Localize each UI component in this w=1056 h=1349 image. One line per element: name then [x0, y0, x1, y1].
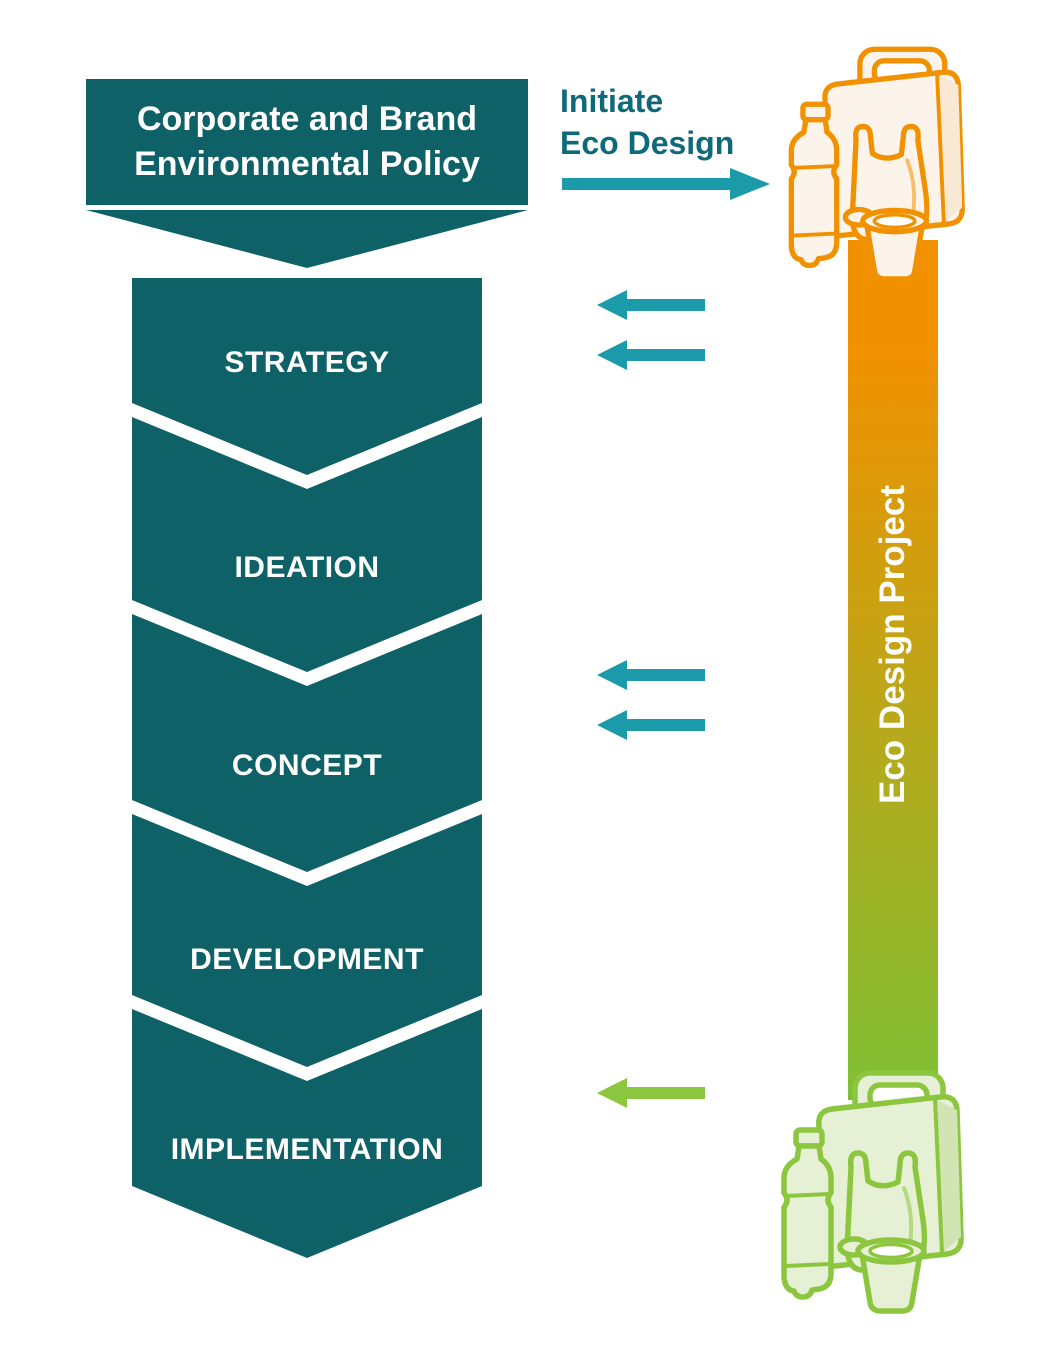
feedback-left-arrow-icon [597, 290, 705, 320]
initiate-eco-design-label: Initiate Eco Design [560, 80, 734, 164]
eco-design-project-bar-label: Eco Design Project [873, 485, 912, 805]
feedback-left-arrow-icon [597, 340, 705, 370]
chevron-strategy [132, 278, 482, 475]
stage-label-ideation: IDEATION [234, 551, 380, 584]
stage-label-implementation: IMPLEMENTATION [170, 1133, 444, 1166]
banner-down-arrow-shape [86, 210, 528, 268]
initiate-line1: Initiate [560, 83, 664, 119]
feedback-left-arrow-icon [597, 660, 705, 690]
feedback-left-arrow-icon [597, 710, 705, 740]
chevron-implementation [132, 1009, 482, 1258]
chevron-ideation [132, 417, 482, 672]
banner-down-arrow [86, 210, 528, 268]
stage-label-concept: CONCEPT [231, 749, 383, 782]
packaging-items-orange-icon [773, 46, 995, 288]
stage-label-strategy: STRATEGY [224, 346, 390, 379]
packaging-items-green-icon [765, 1070, 995, 1320]
eco-design-project-bar [848, 240, 938, 1100]
chevron-concept [132, 614, 482, 872]
initiate-right-arrow-icon [562, 168, 770, 200]
chevron-development [132, 814, 482, 1067]
policy-banner: Corporate and Brand Environmental Policy [86, 79, 528, 205]
initiate-line2: Eco Design [560, 125, 735, 161]
feedback-left-arrow-green-icon [597, 1078, 705, 1108]
stage-label-development: DEVELOPMENT [190, 943, 424, 976]
stage-chevron-band [132, 278, 482, 1258]
